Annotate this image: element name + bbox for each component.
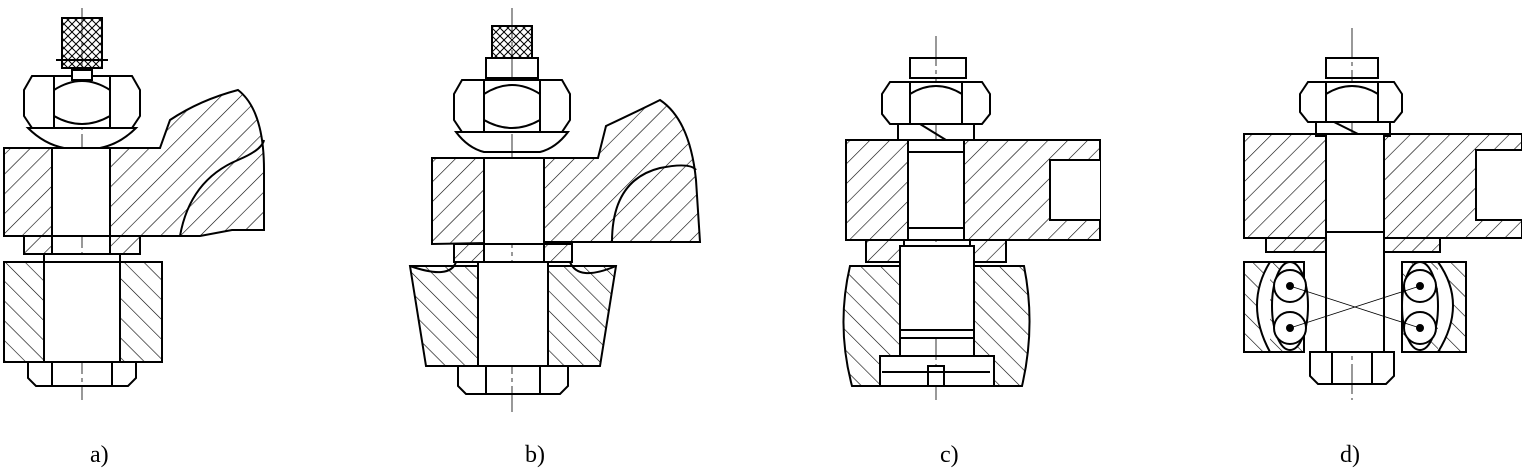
base-c bbox=[842, 265, 901, 387]
hex-nut-b bbox=[453, 79, 571, 133]
base-b bbox=[408, 265, 479, 367]
variant-b bbox=[408, 8, 702, 412]
hex-nut-a bbox=[23, 75, 141, 129]
variant-a bbox=[3, 8, 265, 400]
caption-a: a) bbox=[90, 442, 109, 468]
hex-nut-c bbox=[881, 81, 991, 125]
variant-c bbox=[842, 36, 1101, 400]
caption-d: d) bbox=[1340, 442, 1360, 468]
caption-b: b) bbox=[525, 442, 545, 468]
hex-nut-d bbox=[1299, 81, 1403, 123]
caption-c: c) bbox=[940, 442, 959, 468]
base-a bbox=[3, 261, 45, 363]
variant-d bbox=[1243, 28, 1522, 400]
